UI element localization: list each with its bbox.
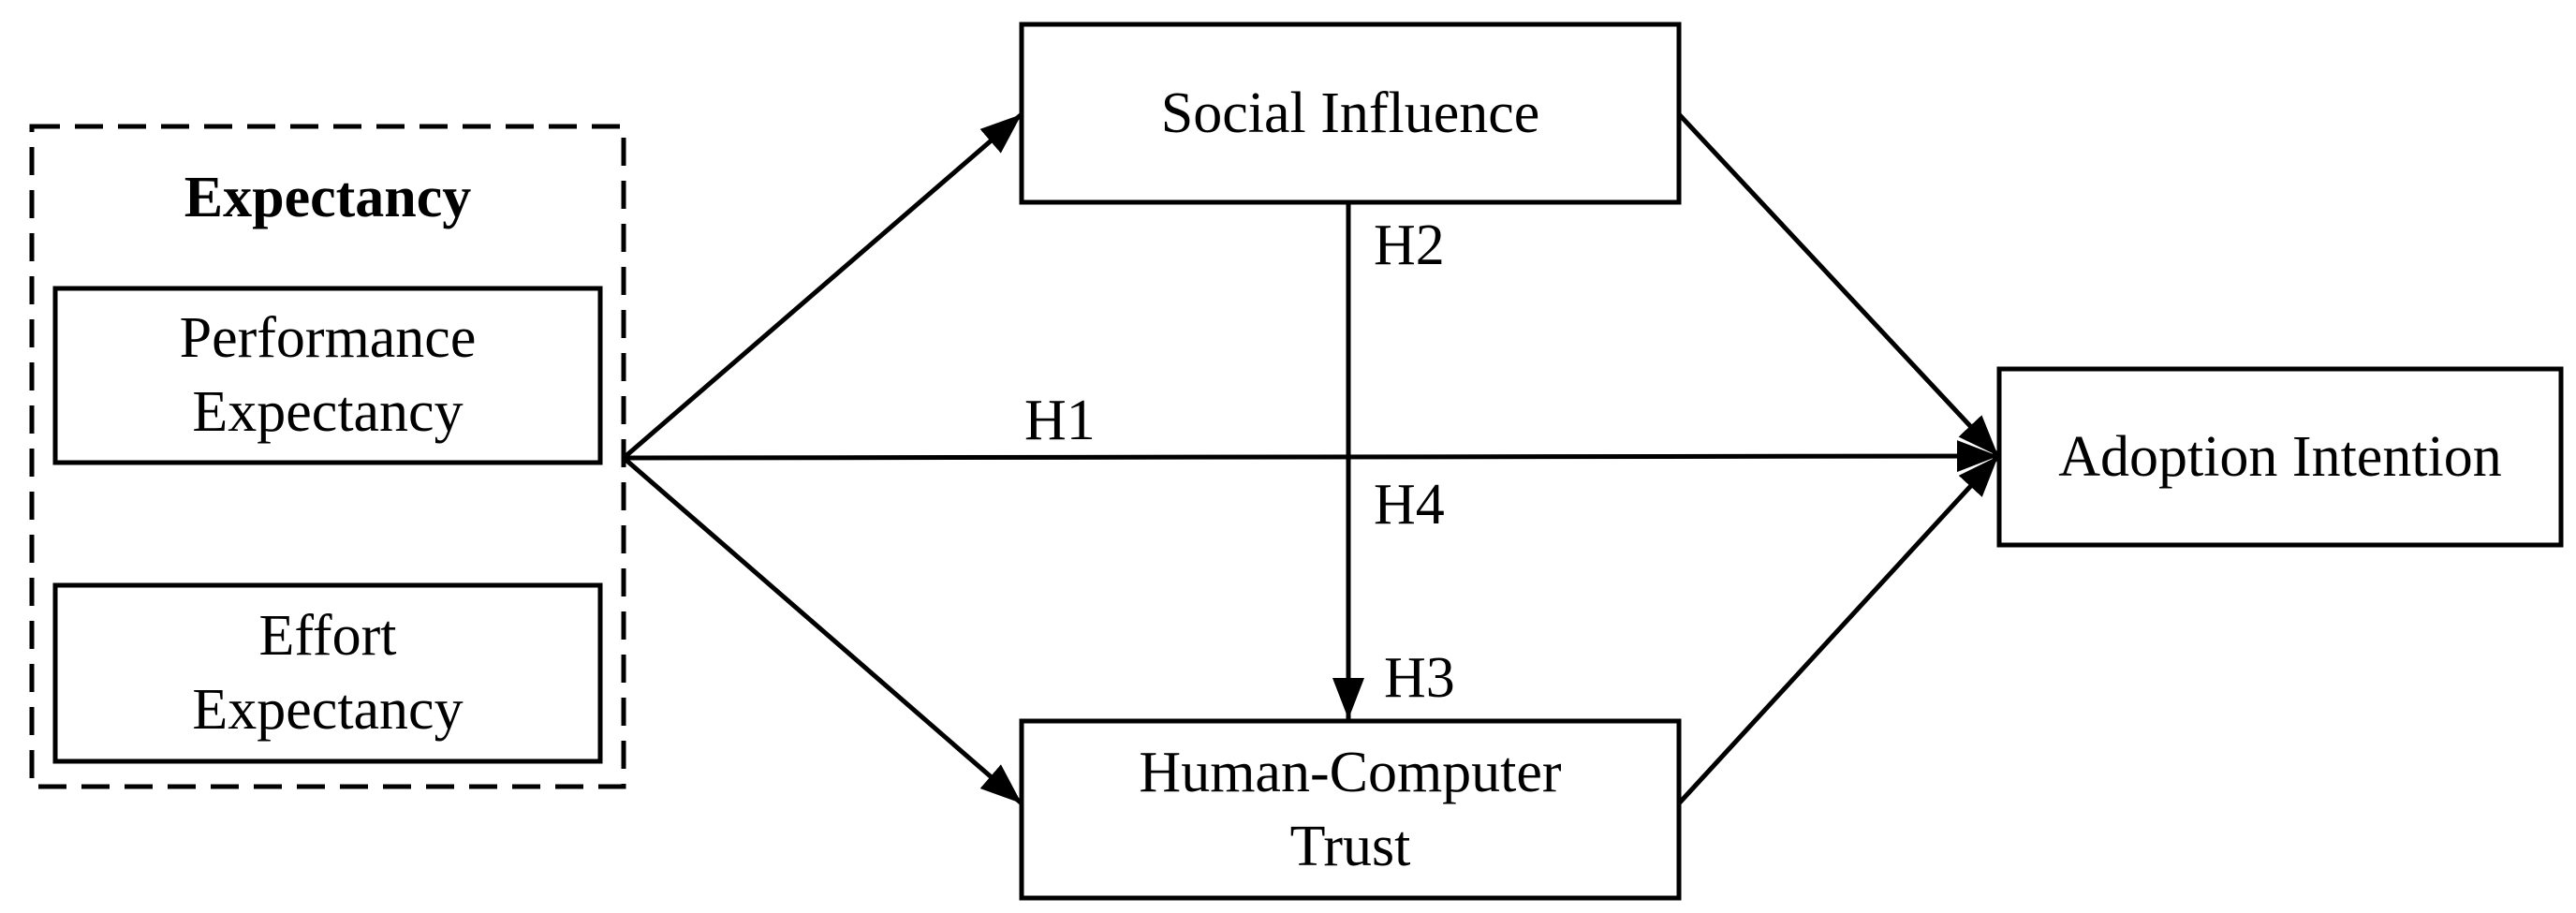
human-computer-trust-label: Human-Computer Trust [1022,736,1679,885]
performance-expectancy-label: Performance Expectancy [55,302,600,450]
social-influence-text: Social Influence [1160,81,1540,145]
adoption-intention-text: Adoption Intention [2058,425,2502,489]
expectancy-group-title: Expectancy [32,161,624,235]
social-influence-label: Social Influence [1022,77,1679,151]
human-computer-trust-box [1019,718,1682,901]
effort-expectancy-line-2: Expectancy [192,678,464,743]
arrow-expectancy-to-social-influence [622,112,1023,460]
adoption-intention-label: Adoption Intention [1999,420,2561,494]
human-computer-trust-line-1: Human-Computer [1139,741,1562,804]
performance-expectancy-line-1: Performance [179,306,477,370]
arrow-social-influence-to-adoption [1677,112,2000,458]
hypothesis-h2-label: H2 [1374,214,1445,277]
hypothesis-h4-label: H4 [1374,473,1445,537]
effort-expectancy-label: Effort Expectancy [55,599,600,748]
human-computer-trust-line-2: Trust [1289,815,1411,879]
effort-expectancy-box [52,582,603,764]
hypothesis-h1-label: H1 [1024,389,1096,452]
arrow-human-computer-trust-to-adoption [1677,454,2000,805]
adoption-intention-box [1996,366,2564,548]
hypothesis-h3-label: H3 [1384,646,1455,710]
performance-expectancy-box [52,286,603,465]
arrow-expectancy-to-human-computer-trust [622,456,1023,805]
performance-expectancy-line-2: Expectancy [192,380,464,445]
expectancy-group-title-text: Expectancy [184,166,472,229]
effort-expectancy-line-1: Effort [258,604,397,668]
arrow-h1-expectancy-to-adoption [623,440,1999,473]
